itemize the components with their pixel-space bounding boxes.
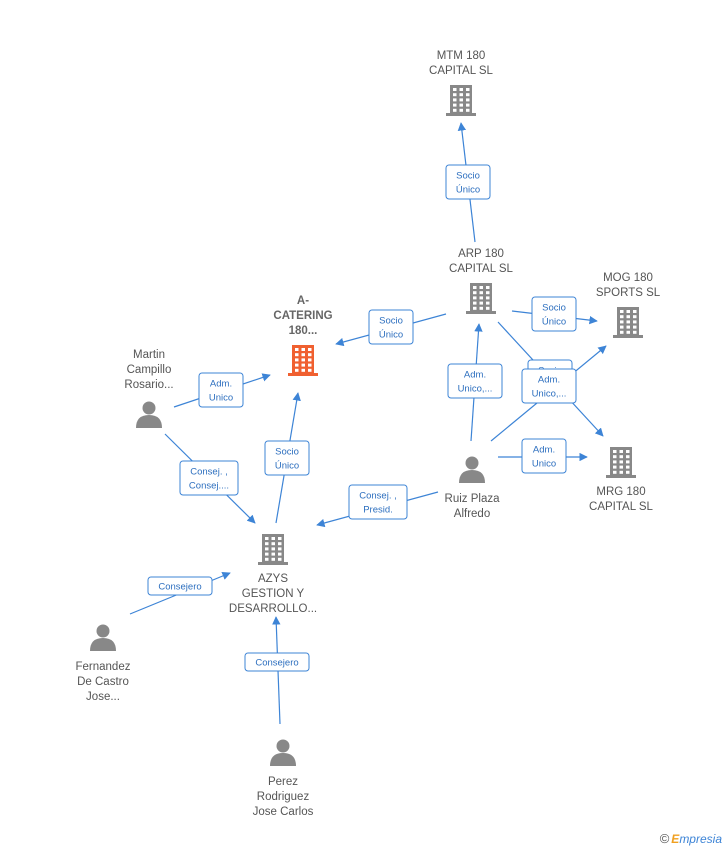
node-label: MRG 180 [596,486,645,498]
edge-label-text: Único [275,461,299,472]
node-label: AZYS [258,573,288,585]
edge-label-text: Socio [379,316,403,327]
edge-label-box[interactable] [531,296,577,332]
edge-ruiz-azys: Consej. , Presid. [316,484,439,528]
person-icon [459,456,485,483]
brand-footer: ©Empresia [660,831,722,846]
person-icon [136,401,162,428]
node-label: Jose... [86,691,120,703]
edge-label-text: Único [456,185,480,196]
edge-label-text: Unico [209,393,233,404]
edge-ruiz-arp: Adm. Unico,... [447,323,503,442]
node-label: CATERING [273,310,332,322]
edge-label-text: Unico,... [532,389,567,400]
brand-initial: E [671,832,680,846]
edge-label-text: Socio [456,171,480,182]
building-icon [606,447,636,478]
node-label: GESTION Y [242,588,305,600]
node-label: CAPITAL SL [429,65,494,77]
edge-label-text: Presid. [363,505,393,516]
edge-label-box[interactable] [244,652,310,672]
node-label: Martin [133,349,165,361]
building-icon [446,85,476,116]
edge-label-text: Adm. [464,370,486,381]
node-fernandez[interactable]: Fernandez De CastroJose... [76,624,131,704]
node-label: MOG 180 [603,272,653,284]
building-icon [466,283,496,314]
building-icon [258,534,288,565]
edge-fernandez-azys: Consejero [129,571,231,615]
node-martin[interactable]: MartinCampilloRosario... [124,349,174,428]
edge-label-text: Socio [542,303,566,314]
building-icon [613,307,643,338]
edge-label-text: Adm. [538,375,560,386]
node-azys[interactable]: AZYS GESTION Y DESARROLLO... [229,534,317,615]
edge-ruiz-mog: Adm. Unico,... [490,345,607,442]
edge-label-text: Consejero [255,658,298,669]
node-label: A- [297,295,309,307]
node-label: MTM 180 [437,50,486,62]
edge-label-box[interactable] [445,164,491,200]
node-label: Perez [268,776,298,788]
edge-label-box[interactable] [147,576,213,596]
edge-label-box[interactable] [348,484,408,520]
person-icon [270,739,296,766]
edge-perez-azys: Consejero [244,616,310,725]
person-icon [90,624,116,651]
edge-label-box[interactable] [521,438,567,474]
node-label: Jose Carlos [253,806,314,818]
node-label: Alfredo [454,508,490,520]
copyright-icon: © [659,831,670,846]
node-acat[interactable]: A- CATERING 180... [273,295,333,376]
edge-label-box[interactable] [198,372,244,408]
edge-martin-azys: Consej. , Consej.... [164,433,256,524]
edge-martin-acat: Adm. Unico [173,372,271,408]
brand-name: mpresia [679,832,722,846]
edge-label-box[interactable] [368,309,414,345]
node-label: 180... [289,325,318,337]
edge-label-text: Consej. , [190,467,228,478]
edge-label-box[interactable] [447,363,503,399]
edges-layer: SocioÚnicoSocioÚnicoSocioÚnicoSocioÚnico… [129,122,607,725]
edge-label-text: Unico [532,459,556,470]
node-label: ARP 180 [458,248,504,260]
edge-label-text: Consej. , [359,491,397,502]
node-label: Ruiz Plaza [445,493,501,505]
edge-label-text: Único [379,330,403,341]
edge-label-text: Único [542,317,566,328]
node-label: SPORTS SL [596,287,661,299]
edge-ruiz-mrg: Adm. Unico [498,438,588,474]
node-label: DESARROLLO... [229,603,317,615]
edge-label-box[interactable] [521,368,577,404]
node-label: CAPITAL SL [589,501,654,513]
edge-label-text: Unico,... [458,384,493,395]
edge-label-text: Consejero [158,582,201,593]
node-label: CAPITAL SL [449,263,514,275]
edge-label-box[interactable] [264,440,310,476]
edge-label-text: Adm. [533,445,555,456]
node-label: De Castro [77,676,129,688]
edge-label-box[interactable] [179,460,239,496]
node-label: Rosario... [124,379,173,391]
edge-label-text: Socio [275,447,299,458]
edge-label-text: Consej.... [189,481,229,492]
node-label: Fernandez [76,661,131,673]
building-icon [288,345,318,376]
node-label: Rodriguez [257,791,310,803]
node-label: Campillo [127,364,172,376]
edge-label-text: Adm. [210,379,232,390]
